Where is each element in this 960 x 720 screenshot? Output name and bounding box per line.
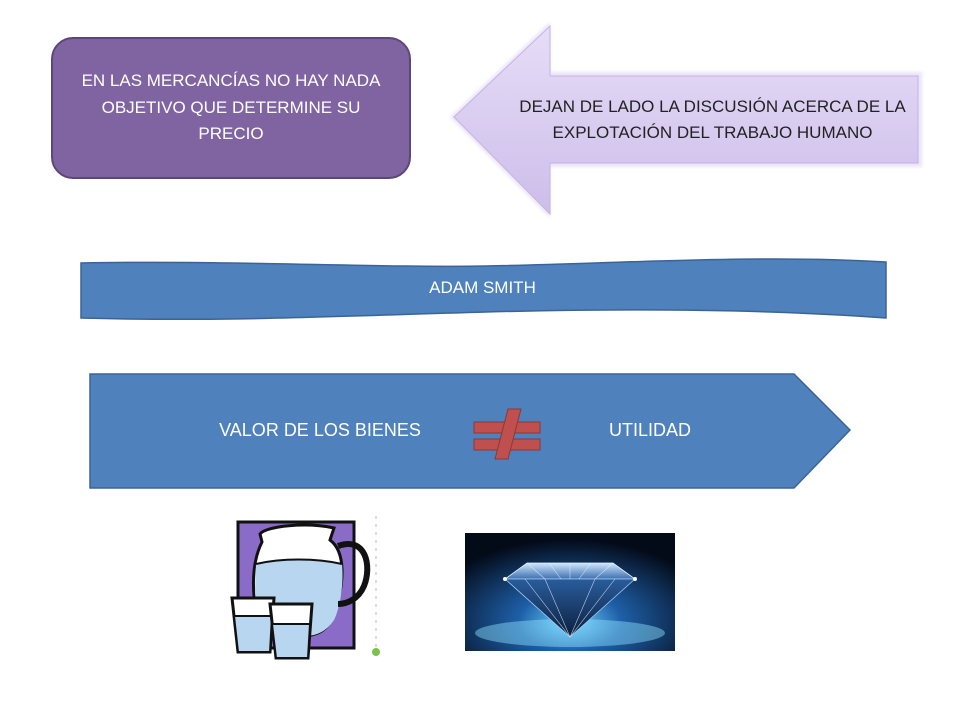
left-arrow-shape (450, 22, 922, 218)
water-pitcher-image (230, 516, 380, 660)
arrow-text: DEJAN DE LADO LA DISCUSIÓN ACERCA DE LA … (519, 96, 906, 142)
diamond-image (465, 533, 675, 651)
objective-price-text: EN LAS MERCANCÍAS NO HAY NADA OBJETIVO Q… (81, 71, 381, 144)
not-equal-icon (473, 408, 541, 460)
utility-label: UTILIDAD (608, 420, 691, 441)
value-of-goods-label: VALOR DE LOS BIENES (219, 420, 421, 441)
adam-smith-banner (80, 258, 887, 321)
objective-price-box: EN LAS MERCANCÍAS NO HAY NADA OBJETIVO Q… (51, 37, 411, 179)
comparison-pentagon (89, 373, 852, 489)
banner-label: ADAM SMITH (429, 277, 536, 297)
